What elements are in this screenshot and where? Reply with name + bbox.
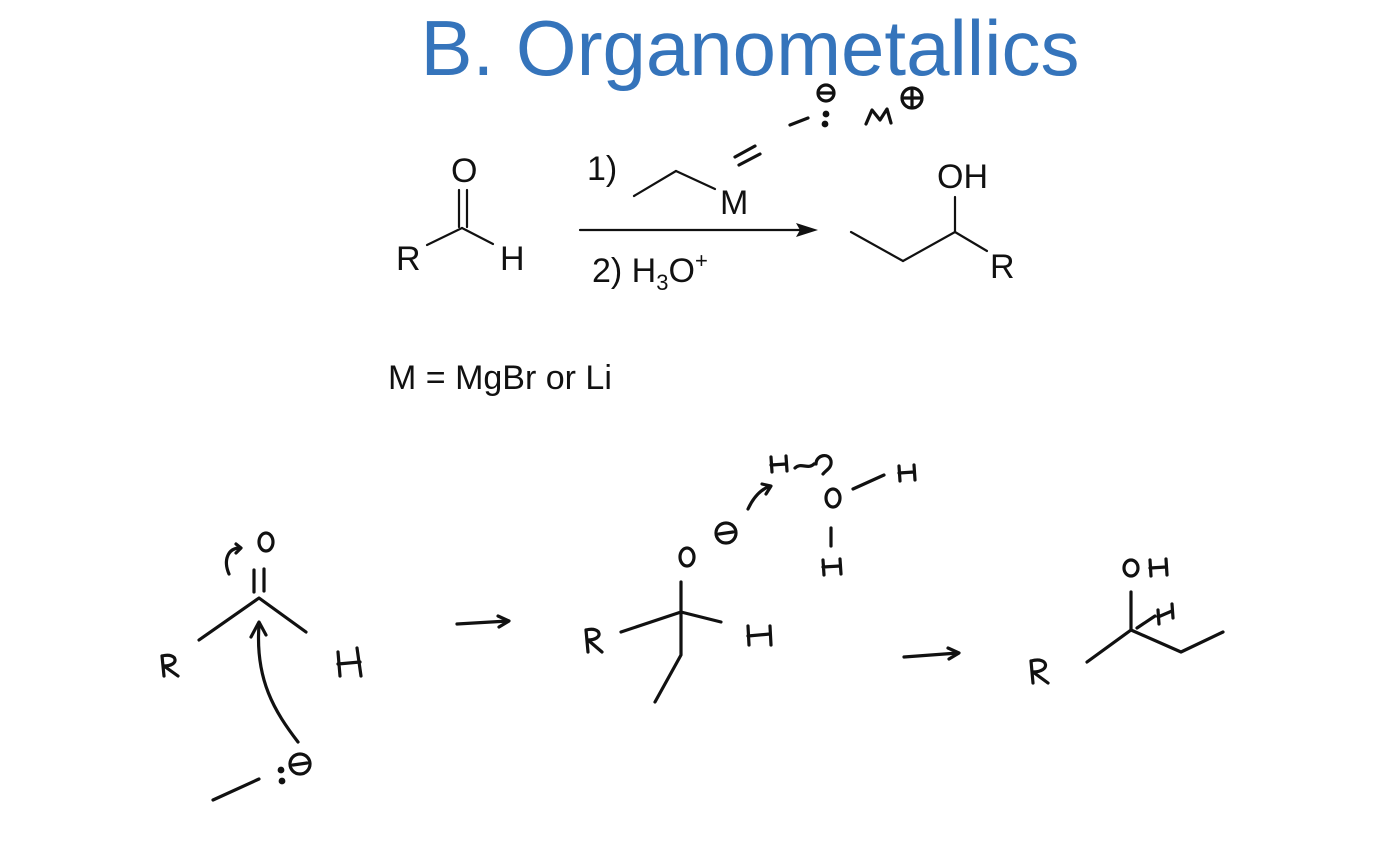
product-bond-2 xyxy=(901,230,957,263)
step-1-number: 1) xyxy=(587,150,617,188)
product-r-label: R xyxy=(990,248,1015,286)
metal-definition: M = MgBr or Li xyxy=(388,359,612,397)
product-r-bond xyxy=(953,230,989,253)
handwritten-water-h1 xyxy=(769,454,789,474)
handwritten-proton-arrow xyxy=(746,484,772,511)
handwritten-alkoxide-mechanism xyxy=(584,454,917,704)
reagent-metal-label: M xyxy=(720,184,748,222)
handwritten-alcohol-product xyxy=(1029,557,1225,685)
handwritten-r-glyph xyxy=(160,653,180,678)
handwritten-r2-glyph xyxy=(584,627,604,654)
carbon-h-bond xyxy=(460,226,495,246)
alcohol-product: OH R xyxy=(849,158,1015,286)
step-2-label: 2) H3O+ xyxy=(592,248,708,295)
handwritten-product-h xyxy=(1148,557,1169,578)
handwritten-oxygen-glyph xyxy=(257,531,275,553)
slide-title: B. Organometallics xyxy=(420,4,1080,92)
handwritten-arrow-2 xyxy=(902,646,961,661)
handwritten-product-oxygen xyxy=(1122,558,1140,578)
handwritten-carbanion-note xyxy=(733,83,924,167)
aldehyde-oxygen-label: O xyxy=(451,152,477,190)
product-bond-1 xyxy=(849,230,905,263)
ethyl-bond-1 xyxy=(632,169,678,198)
handwritten-positive-charge-icon xyxy=(900,86,924,110)
handwritten-attack-arrow xyxy=(256,623,300,744)
handwritten-m-glyph xyxy=(864,107,893,126)
handwritten-arrow-1 xyxy=(455,614,511,629)
handwritten-r3-glyph xyxy=(1029,658,1050,685)
handwritten-water-h3 xyxy=(821,557,843,577)
handwritten-h-glyph xyxy=(336,646,363,678)
r-carbon-bond xyxy=(425,226,464,247)
handwritten-water-h2 xyxy=(897,463,917,483)
arrow-head xyxy=(796,223,818,237)
product-oh-label: OH xyxy=(937,158,988,196)
ethyl-bond-2 xyxy=(674,169,717,191)
handwritten-alpha-h xyxy=(1156,602,1175,626)
aldehyde-reactant: O R H xyxy=(396,152,525,278)
handwritten-bond-break-arrow xyxy=(814,454,833,476)
handwritten-negative-charge-icon xyxy=(816,83,836,103)
handwritten-aldehyde-mechanism xyxy=(160,531,363,802)
aldehyde-h-label: H xyxy=(500,240,525,278)
organometallic-reagent: 1) M xyxy=(587,150,748,222)
handwritten-anion-icon xyxy=(288,752,312,776)
handwritten-pi-bond-arrow xyxy=(224,546,242,576)
aldehyde-r-label: R xyxy=(396,240,421,278)
handwritten-water-oxygen xyxy=(824,487,842,509)
handwritten-alkoxide-charge-icon xyxy=(714,521,738,545)
handwritten-alkoxide-oxygen xyxy=(678,546,696,568)
handwritten-h2-glyph xyxy=(746,624,773,647)
reaction-arrow xyxy=(578,223,818,237)
